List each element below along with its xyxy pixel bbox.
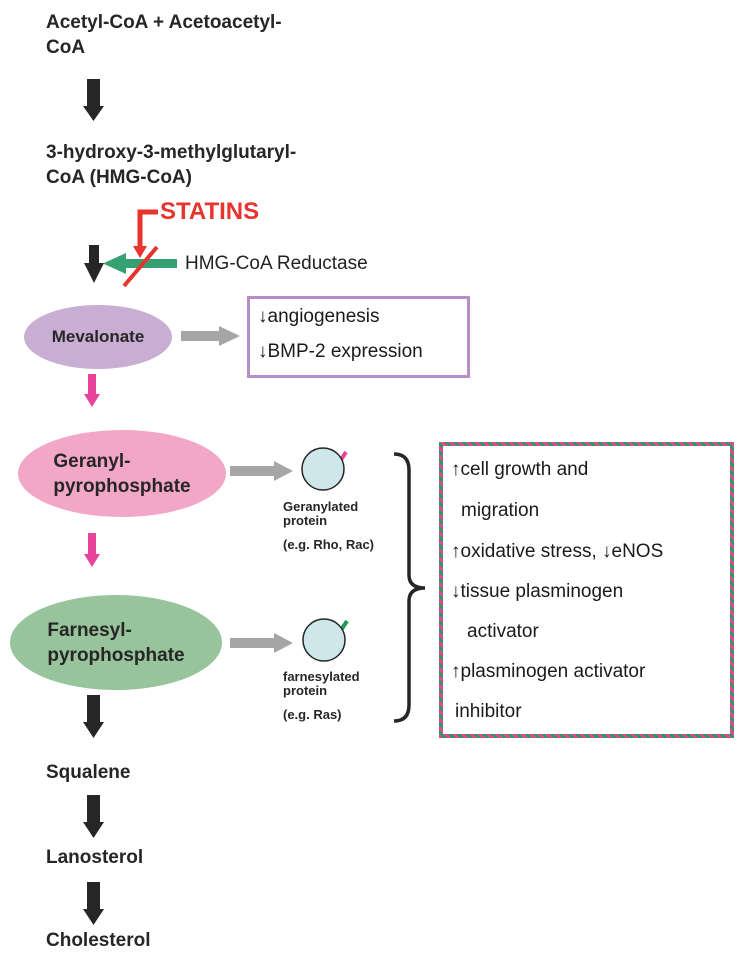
acetyl-coa-line1: Acetyl-CoA + Acetoacetyl- [46,12,282,33]
cholesterol-label: Cholesterol [46,930,151,951]
acetyl-coa-label: Acetyl-CoA + Acetoacetyl- CoA [46,10,282,60]
effect-tissue-plasminogen: ↓tissue plasminogen [451,581,624,602]
arrow-squalene-to-lanosterol [83,795,104,838]
farnesylated-protein-icon [302,618,349,662]
effect-pai: ↑plasminogen activator [451,661,646,682]
farnesyl-line2: pyrophosphate [47,644,185,666]
lanosterol-label: Lanosterol [46,847,144,868]
acetyl-coa-line2: CoA [46,37,86,58]
arrow-geranyl-to-protein [230,461,293,481]
squalene-label: Squalene [46,762,131,783]
arrow-farnesyl-to-squalene [83,695,104,738]
effect-inhibitor: inhibitor [455,701,522,722]
prenylation-effects-box: ↑cell growth and migration ↑oxidative st… [439,442,734,738]
curly-brace [393,452,426,723]
arrow-lanosterol-to-cholesterol [83,882,104,925]
arrow-farnesyl-to-protein [230,633,293,653]
effect-oxidative-stress: ↑oxidative stress, ↓eNOS [451,541,664,562]
geranylated-example: (e.g. Rho, Rac) [283,537,375,552]
hmg-coa-line2: CoA (HMG-CoA) [46,167,192,188]
arrow-geranyl-to-farnesyl [84,533,100,567]
effect-angiogenesis: ↓angiogenesis [258,306,380,327]
farnesylated-example: (e.g. Ras) [283,707,342,722]
farnesylated-protein-label: farnesylated protein (e.g. Ras) [283,670,360,722]
statins-inhibition-mark [122,209,159,288]
farnesyl-pyrophosphate-node: Farnesyl- pyrophosphate [10,595,222,690]
mevalonate-label: Mevalonate [51,327,145,346]
geranyl-line2: pyrophosphate [53,475,191,497]
effect-migration: migration [461,500,540,521]
effect-cell-growth: ↑cell growth and [451,459,589,480]
farnesylated-line2: protein [283,683,328,698]
statins-label: STATINS [160,198,260,225]
mevalonate-effects-box: ↓angiogenesis ↓BMP-2 expression [247,296,470,378]
arrow-mevalonate-to-effects [181,326,240,346]
geranyl-pyrophosphate-node: Geranyl- pyrophosphate [18,430,226,517]
arrow-acetyl-to-hmg [83,79,104,121]
hmg-coa-reductase-label: HMG-CoA Reductase [185,253,368,274]
arrow-hmg-to-mevalonate [84,245,104,283]
geranylated-protein-icon [301,447,348,491]
enzyme-arrow [103,253,177,274]
hmg-coa-label: 3-hydroxy-3-methylglutaryl- CoA (HMG-CoA… [46,140,296,190]
geranyl-line1: Geranyl- [53,450,131,472]
effect-bmp2-expression: ↓BMP-2 expression [258,341,423,362]
geranylated-line1: Geranylated [283,499,359,514]
arrow-mevalonate-to-geranyl [84,374,100,407]
mevalonate-node: Mevalonate [24,305,172,369]
hmg-coa-line1: 3-hydroxy-3-methylglutaryl- [46,142,297,163]
farnesylated-line1: farnesylated [283,669,360,684]
geranylated-protein-label: Geranylated protein (e.g. Rho, Rac) [283,500,374,552]
geranylated-line2: protein [283,513,328,528]
farnesyl-line1: Farnesyl- [47,619,132,641]
effect-activator: activator [467,621,539,642]
